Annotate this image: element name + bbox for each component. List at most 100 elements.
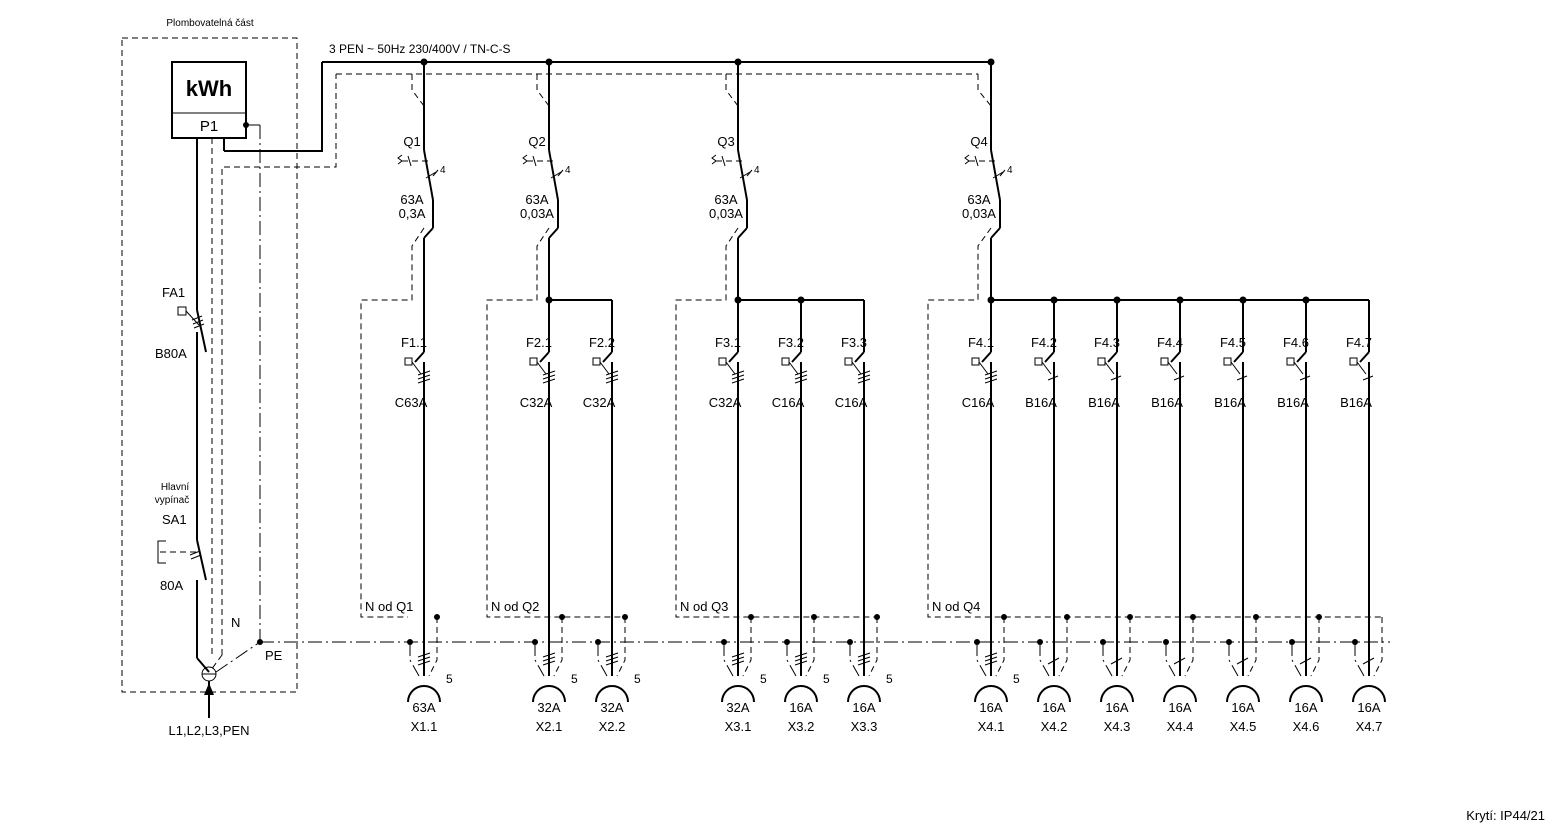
breaker-tag: F4.4 <box>1157 335 1183 350</box>
breaker-tag: F4.2 <box>1031 335 1057 350</box>
breaker-rating: B16A <box>1025 395 1057 410</box>
socket-poles: 5 <box>634 672 641 686</box>
breaker-rating: B16A <box>1214 395 1246 410</box>
socket-outlet-icon <box>1226 685 1260 703</box>
socket-rating: 16A <box>789 700 812 715</box>
bus-label: 3 PEN ~ 50Hz 230/400V / TN-C-S <box>329 42 511 56</box>
rcd-rating: 63A <box>400 192 423 207</box>
sealed-area-frame <box>121 37 298 693</box>
socket-outlet-icon <box>1352 685 1386 703</box>
socket-outlet-icon <box>847 685 881 703</box>
rcd-rating: 63A <box>714 192 737 207</box>
breaker-rating: B16A <box>1340 395 1372 410</box>
breaker-rating: C32A <box>583 395 616 410</box>
main-switch-rating: 80A <box>160 578 183 593</box>
breaker-tag: F2.1 <box>526 335 552 350</box>
main-fuse-rating: B80A <box>155 346 187 361</box>
rcd-neutral-label: N od Q4 <box>932 599 980 614</box>
rcd-tag: Q4 <box>970 134 987 149</box>
socket-rating: 32A <box>726 700 749 715</box>
socket-tag: X4.7 <box>1356 719 1383 734</box>
n-label: N <box>231 615 240 630</box>
socket-tag: X4.5 <box>1230 719 1257 734</box>
rcd-tag: Q2 <box>528 134 545 149</box>
electricity-meter: kWh P1 <box>171 61 249 139</box>
rcd-neutral-label: N od Q2 <box>491 599 539 614</box>
rcd-rating: 63A <box>967 192 990 207</box>
socket-tag: X2.1 <box>536 719 563 734</box>
socket-poles: 5 <box>823 672 830 686</box>
breaker-rating: C32A <box>709 395 742 410</box>
socket-outlet-icon <box>1289 685 1323 703</box>
socket-tag: X4.2 <box>1041 719 1068 734</box>
socket-rating: 32A <box>600 700 623 715</box>
rcd-neutral-label: N od Q3 <box>680 599 728 614</box>
main-fuse-tag: FA1 <box>162 285 185 300</box>
socket-outlet-icon <box>532 685 566 703</box>
breaker-tag: F3.2 <box>778 335 804 350</box>
rcd-sensitivity: 0,03A <box>709 206 743 221</box>
socket-tag: X3.2 <box>788 719 815 734</box>
socket-tag: X4.1 <box>978 719 1005 734</box>
breaker-tag: F4.7 <box>1346 335 1372 350</box>
socket-tag: X2.2 <box>599 719 626 734</box>
socket-poles: 5 <box>1013 672 1020 686</box>
breaker-tag: F2.2 <box>589 335 615 350</box>
rcd-poles: 4 <box>440 165 446 176</box>
main-switch-tag: SA1 <box>162 512 187 527</box>
socket-outlet-icon <box>1163 685 1197 703</box>
breaker-tag: F4.5 <box>1220 335 1246 350</box>
main-switch: Hlavní vypínač SA1 80A <box>155 482 207 593</box>
breaker-tag: F4.6 <box>1283 335 1309 350</box>
socket-outlet-icon <box>1037 685 1071 703</box>
sealed-area-label: Plombovatelná část <box>166 18 253 29</box>
breaker-tag: F4.3 <box>1094 335 1120 350</box>
incoming-label: L1,L2,L3,PEN <box>169 723 250 738</box>
breaker-rating: C32A <box>520 395 553 410</box>
rcd-poles: 4 <box>754 165 760 176</box>
main-switch-title-1: Hlavní <box>161 482 190 493</box>
socket-poles: 5 <box>760 672 767 686</box>
socket-outlet-icon <box>974 685 1008 703</box>
breaker-rating: C16A <box>962 395 995 410</box>
socket-poles: 5 <box>886 672 893 686</box>
rcd-sensitivity: 0,03A <box>962 206 996 221</box>
socket-rating: 16A <box>852 700 875 715</box>
rcd-sensitivity: 0,3A <box>399 206 426 221</box>
breaker-rating: B16A <box>1277 395 1309 410</box>
meter-tag: P1 <box>200 118 218 135</box>
socket-poles: 5 <box>446 672 453 686</box>
socket-outlet-icon <box>407 685 441 703</box>
pe-label: PE <box>265 648 283 663</box>
socket-tag: X3.3 <box>851 719 878 734</box>
main-fuse: FA1 B80A <box>155 285 207 361</box>
socket-outlet-icon <box>721 685 755 703</box>
socket-rating: 16A <box>1042 700 1065 715</box>
breaker-tag: F3.1 <box>715 335 741 350</box>
breaker-tag: F3.3 <box>841 335 867 350</box>
breaker-rating: B16A <box>1088 395 1120 410</box>
protection-rating: Krytí: IP44/21 <box>1466 808 1545 823</box>
breaker-rating: C16A <box>772 395 805 410</box>
socket-poles: 5 <box>571 672 578 686</box>
socket-tag: X4.3 <box>1104 719 1131 734</box>
rcd-neutral-label: N od Q1 <box>365 599 413 614</box>
breaker-tag: F1.1 <box>401 335 427 350</box>
breaker-rating: C16A <box>835 395 868 410</box>
socket-tag: X4.4 <box>1167 719 1194 734</box>
socket-tag: X1.1 <box>411 719 438 734</box>
breaker-rating: B16A <box>1151 395 1183 410</box>
socket-rating: 16A <box>1357 700 1380 715</box>
